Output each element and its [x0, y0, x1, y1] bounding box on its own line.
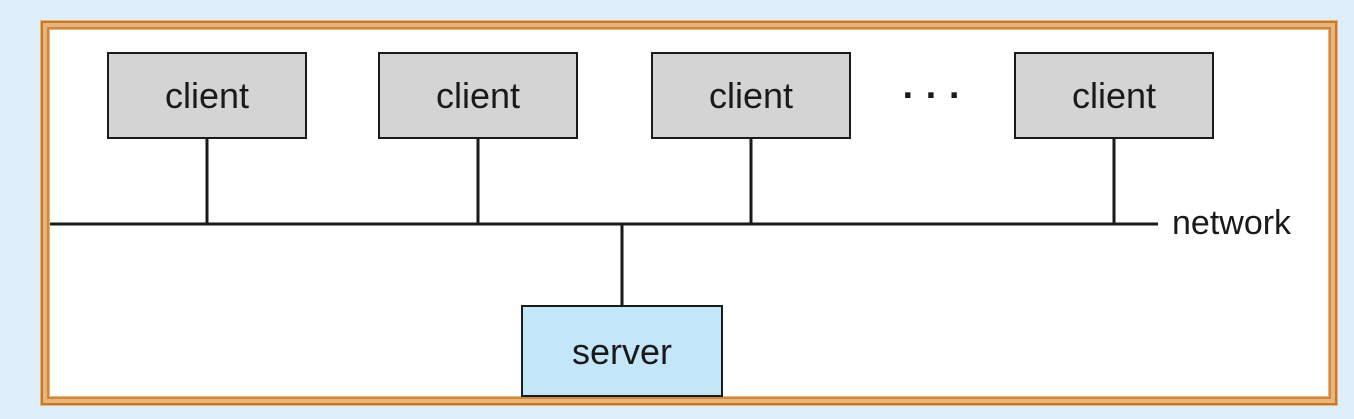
client-label: client	[1072, 75, 1156, 116]
client-box	[651, 52, 851, 139]
server-box	[521, 305, 723, 397]
server-label: server	[572, 331, 672, 372]
client-node: client	[1014, 52, 1214, 224]
client-node: client	[378, 52, 578, 224]
ellipsis: · · ·	[902, 75, 961, 117]
client-box	[107, 52, 307, 139]
client-box	[378, 52, 578, 139]
frame-inner-line	[47, 27, 1331, 399]
network-label: network	[1172, 204, 1292, 242]
client-label: client	[436, 75, 520, 116]
client-label: client	[165, 75, 249, 116]
client-node: client	[107, 52, 307, 224]
server-node: server	[521, 224, 723, 397]
client-node: client	[651, 52, 851, 224]
frame-outer-line	[41, 21, 1337, 405]
client-label: client	[709, 75, 793, 116]
client-box	[1014, 52, 1214, 139]
